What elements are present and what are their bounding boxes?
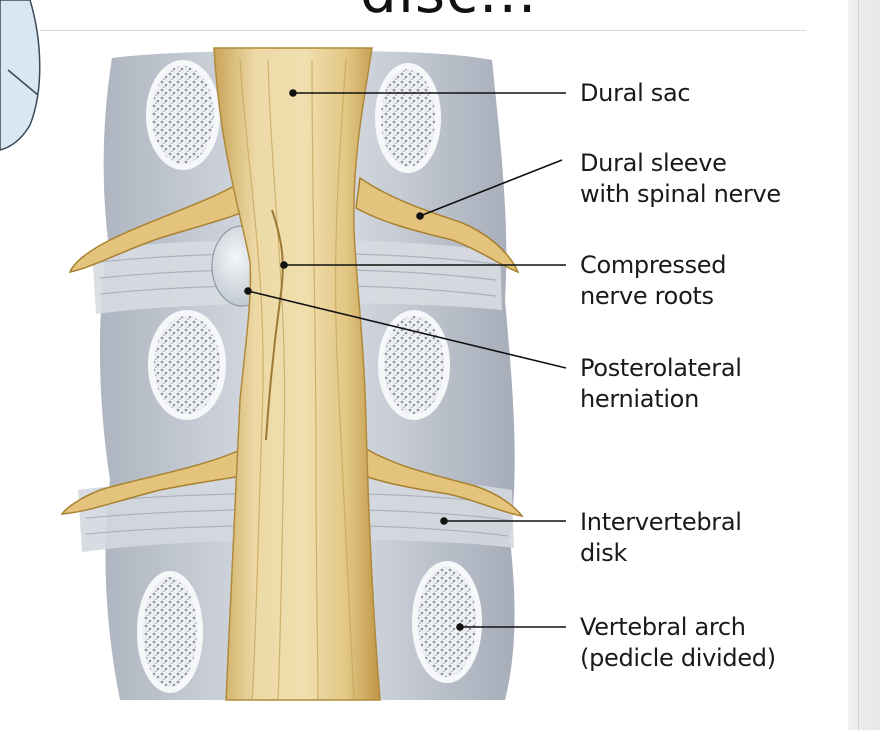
label-dural-sac: Dural sac — [580, 78, 691, 109]
leader-lines — [244, 89, 567, 631]
leader-dural-sleeve — [419, 159, 563, 217]
label-compressed-roots: Compressed nerve roots — [580, 250, 726, 312]
slide-title-fragment: disc... — [360, 0, 537, 26]
label-line: with spinal nerve — [580, 180, 781, 208]
pedicle-lower-left — [137, 571, 203, 693]
label-line: (pedicle divided) — [580, 644, 776, 672]
label-line: Vertebral arch — [580, 613, 746, 641]
label-line: Dural sleeve — [580, 149, 727, 177]
nerve-lower-left — [60, 449, 254, 515]
label-line: herniation — [580, 385, 699, 413]
window-scroll-strip[interactable] — [848, 0, 880, 730]
label-line: nerve roots — [580, 282, 714, 310]
adjacent-figure-fragment — [0, 0, 41, 151]
window-divider — [858, 0, 859, 730]
label-disk: Intervertebral disk — [580, 507, 742, 569]
leader-herniation — [247, 290, 567, 369]
label-line: Intervertebral — [580, 508, 742, 536]
pedicle-middle-left — [148, 310, 226, 420]
nerve-upper-right — [355, 176, 520, 274]
pedicle-lower-right — [412, 561, 482, 683]
title-underline — [40, 30, 806, 31]
nerve-upper-left — [68, 183, 250, 274]
label-dural-sleeve: Dural sleeve with spinal nerve — [580, 148, 781, 210]
nerve-lower-right — [353, 442, 524, 518]
label-herniation: Posterolateral herniation — [580, 353, 742, 415]
label-line: Dural sac — [580, 79, 691, 107]
spinal-nerves — [60, 176, 524, 518]
label-line: Posterolateral — [580, 354, 742, 382]
label-line: disk — [580, 539, 628, 567]
pedicle-middle-right — [378, 310, 450, 420]
label-arch: Vertebral arch (pedicle divided) — [580, 612, 776, 674]
label-line: Compressed — [580, 251, 727, 279]
pedicle-upper-right — [375, 63, 441, 173]
dural-sac — [213, 47, 381, 701]
compressed-nerve-roots — [265, 209, 284, 441]
pedicle-upper-left — [146, 60, 220, 170]
pedicles — [137, 60, 482, 693]
